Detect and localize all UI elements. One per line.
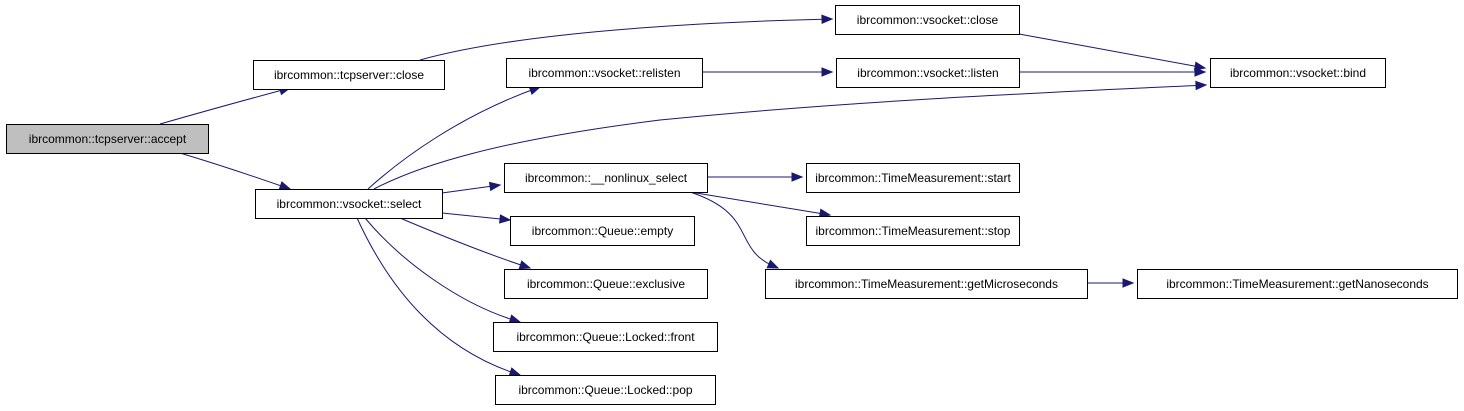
edge-arrowhead-icon: [766, 259, 780, 269]
edge-arrowhead-icon: [508, 314, 522, 324]
node-tm-micro[interactable]: ibrcommon::TimeMeasurement::getMicroseco…: [765, 269, 1088, 299]
edge-arrowhead-icon: [1193, 61, 1207, 71]
edge-arrowhead-icon: [1195, 80, 1208, 91]
node-vs-listen[interactable]: ibrcommon::vsocket::listen: [836, 58, 1020, 88]
edge-arrowhead-icon: [821, 67, 834, 77]
node-box[interactable]: [504, 163, 708, 193]
node-q-pop[interactable]: ibrcommon::Queue::Locked::pop: [495, 375, 716, 405]
edge-vs_select-to-nonlinux_select: [441, 181, 502, 194]
node-label: ibrcommon::tcpserver::accept: [29, 132, 187, 146]
node-accept[interactable]: ibrcommon::tcpserver::accept: [6, 124, 209, 154]
edge-line: [399, 217, 531, 269]
edge-line: [1018, 33, 1206, 69]
edge-tm_micro-to-tm_nano: [1087, 278, 1135, 288]
node-vs-relisten[interactable]: ibrcommon::vsocket::relisten: [506, 58, 703, 88]
node-label: ibrcommon::Queue::empty: [532, 224, 673, 238]
node-label: ibrcommon::Queue::Locked::pop: [518, 383, 692, 397]
node-q-exclusive[interactable]: ibrcommon::Queue::exclusive: [504, 269, 708, 299]
edge-vs_close-to-vs_bind: [1018, 33, 1207, 71]
edge-arrowhead-icon: [821, 14, 834, 24]
edge-arrowhead-icon: [1122, 278, 1135, 288]
edge-line: [364, 217, 521, 323]
node-box[interactable]: [493, 322, 718, 352]
edge-line: [373, 84, 1207, 190]
edge-line: [179, 152, 291, 190]
node-vs-select[interactable]: ibrcommon::vsocket::select: [255, 189, 443, 219]
edge-vs_select-to-q_front: [364, 217, 522, 324]
node-box[interactable]: [1137, 269, 1458, 299]
edge-line: [441, 212, 511, 221]
node-label: ibrcommon::vsocket::select: [277, 197, 422, 211]
edge-accept-to-vs_select: [179, 152, 292, 191]
node-box[interactable]: [836, 58, 1020, 88]
node-box[interactable]: [835, 5, 1020, 35]
node-box[interactable]: [253, 60, 445, 90]
edge-line: [367, 86, 541, 190]
node-box[interactable]: [6, 124, 209, 154]
node-label: ibrcommon::vsocket::bind: [1230, 66, 1366, 80]
edge-vs_select-to-q_exclusive: [399, 217, 532, 270]
node-box[interactable]: [504, 269, 708, 299]
node-nonlinux-select[interactable]: ibrcommon::__nonlinux_select: [504, 163, 708, 193]
node-tm-nano[interactable]: ibrcommon::TimeMeasurement::getNanosecon…: [1137, 269, 1458, 299]
edge-line: [689, 191, 831, 216]
edge-arrowhead-icon: [499, 214, 512, 224]
node-label: ibrcommon::tcpserver::close: [274, 68, 424, 82]
node-box[interactable]: [765, 269, 1088, 299]
edge-vs_select-to-q_empty: [441, 212, 512, 224]
node-vs-close[interactable]: ibrcommon::vsocket::close: [835, 5, 1020, 35]
node-tm-stop[interactable]: ibrcommon::TimeMeasurement::stop: [806, 216, 1020, 246]
edge-nonlinux_select-to-tm_micro: [689, 191, 780, 269]
node-box[interactable]: [806, 163, 1020, 193]
node-label: ibrcommon::TimeMeasurement::getMicroseco…: [795, 277, 1058, 291]
edge-line: [159, 87, 291, 125]
node-label: ibrcommon::__nonlinux_select: [525, 171, 688, 185]
edge-vs_relisten-to-vs_listen: [702, 67, 834, 77]
node-label: ibrcommon::Queue::exclusive: [527, 277, 685, 291]
node-box[interactable]: [255, 189, 443, 219]
edge-tcp_close-to-vs_close: [419, 14, 834, 61]
node-box[interactable]: [1210, 58, 1386, 88]
edge-arrowhead-icon: [1194, 67, 1207, 77]
edges-layer: [159, 14, 1208, 377]
node-label: ibrcommon::vsocket::listen: [857, 66, 998, 80]
node-tm-start[interactable]: ibrcommon::TimeMeasurement::start: [806, 163, 1020, 193]
nodes-layer: ibrcommon::tcpserver::accept ibrcommon::t…: [6, 5, 1458, 405]
node-box[interactable]: [506, 58, 703, 88]
edge-vs_listen-to-vs_bind: [1019, 67, 1207, 77]
edge-arrowhead-icon: [278, 181, 292, 191]
edge-line: [356, 217, 521, 376]
node-label: ibrcommon::Queue::Locked::front: [516, 330, 695, 344]
node-label: ibrcommon::TimeMeasurement::start: [815, 171, 1011, 185]
edge-vs_select-to-vs_bind: [373, 80, 1208, 190]
node-label: ibrcommon::vsocket::relisten: [528, 66, 680, 80]
edge-vs_select-to-q_pop: [356, 217, 522, 377]
node-label: ibrcommon::vsocket::close: [857, 13, 999, 27]
node-tcp-close[interactable]: ibrcommon::tcpserver::close: [253, 60, 445, 90]
edge-accept-to-tcp_close: [159, 86, 292, 125]
edge-arrowhead-icon: [488, 181, 502, 192]
node-box[interactable]: [510, 216, 695, 246]
node-q-empty[interactable]: ibrcommon::Queue::empty: [510, 216, 695, 246]
edge-arrowhead-icon: [791, 172, 804, 182]
edge-nonlinux_select-to-tm_start: [707, 172, 804, 182]
node-vs-bind[interactable]: ibrcommon::vsocket::bind: [1210, 58, 1386, 88]
edge-line: [419, 18, 833, 61]
node-label: ibrcommon::TimeMeasurement::stop: [816, 224, 1011, 238]
node-box[interactable]: [495, 375, 716, 405]
node-q-front[interactable]: ibrcommon::Queue::Locked::front: [493, 322, 718, 352]
edge-arrowhead-icon: [518, 260, 532, 270]
edge-arrowhead-icon: [508, 367, 522, 377]
node-label: ibrcommon::TimeMeasurement::getNanosecon…: [1166, 277, 1428, 291]
edge-nonlinux_select-to-tm_stop: [689, 191, 832, 218]
edge-line: [689, 191, 779, 269]
node-box[interactable]: [806, 216, 1020, 246]
